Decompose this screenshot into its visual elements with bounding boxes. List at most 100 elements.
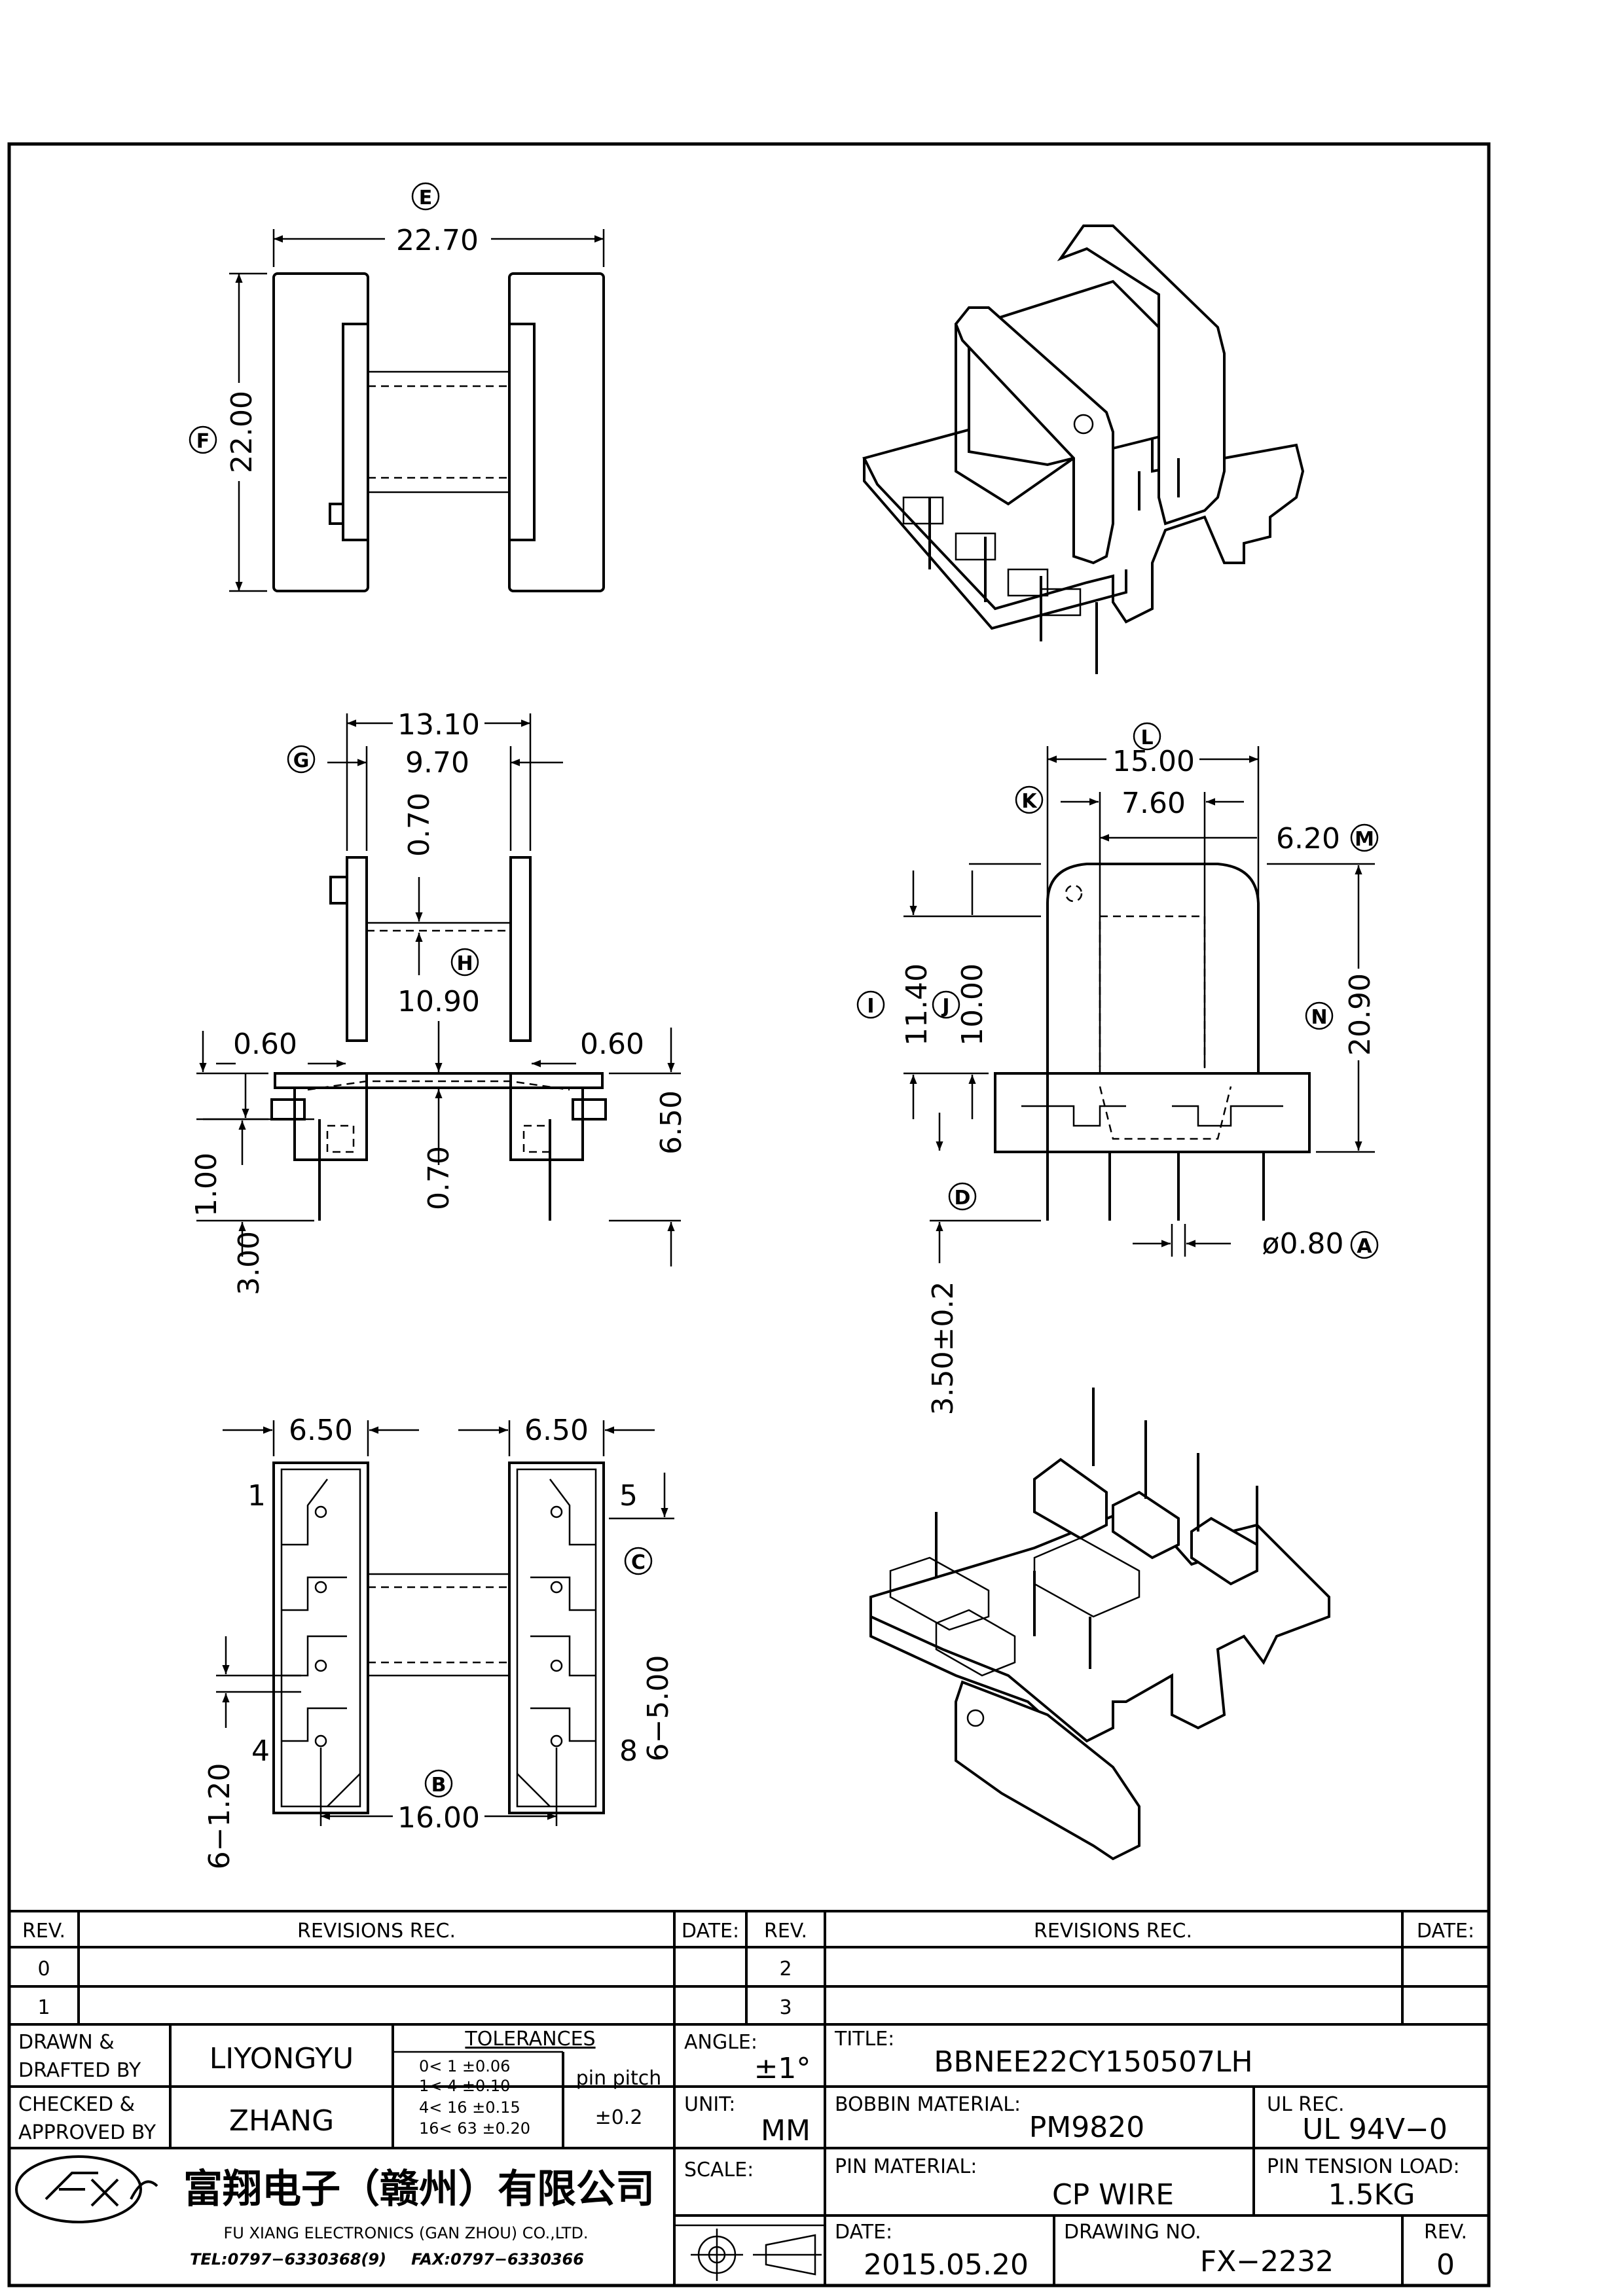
date-col-right: DATE: [1417,1920,1474,1943]
side-view: 15.00 L 7.60 K 6.20 M 20.90 N 11.40 10.0… [856,722,1379,1416]
rev-row-2: 2 [779,1958,792,1981]
pin-8-label: 8 [619,1734,638,1768]
pin-material-label: PIN MATERIAL: [835,2155,977,2178]
label-b: B [431,1774,447,1797]
dim-core-height: 10.90 [397,985,480,1018]
front-view: 13.10 9.70 G 0.70 H 10.90 0.60 0.60 6.50… [190,708,688,1295]
label-h: H [456,952,473,975]
tol-row-1: 0< 1 ±0.06 [419,2057,510,2075]
pin-4-label: 4 [251,1734,270,1768]
dim-pin-len: 3.00 [232,1231,266,1295]
label-c: C [631,1551,646,1574]
fx-logo [15,2155,158,2223]
label-i: I [867,995,874,1018]
rec-col-right: REVISIONS REC. [1034,1920,1192,1943]
pin-pitch-label: pin pitch [576,2067,662,2090]
dim-pin-stand: 3.50±0.2 [926,1282,960,1416]
rev-label: REV. [1424,2221,1467,2244]
dim-wall-top: 0.70 [403,793,436,857]
pin-material: CP WIRE [1052,2178,1174,2212]
rev-value: 0 [1436,2248,1455,2282]
label-f: F [196,430,210,453]
bobbin-material-label: BOBBIN MATERIAL: [835,2093,1021,2116]
rev-row-3: 3 [779,1996,792,2019]
date-label: DATE: [835,2221,892,2244]
label-e: E [419,187,433,209]
drawn-label-2: DRAFTED BY [18,2059,141,2082]
checked-label-1: CHECKED & [18,2093,135,2116]
unit-value: MM [761,2114,811,2147]
revision-table: REV. REVISIONS REC. DATE: REV. REVISIONS… [9,1910,1489,2026]
top-view: 22.70 E 22.00 F [189,182,605,592]
dim-slot-left: 6−1.20 [203,1763,236,1870]
sheet-border [7,142,1491,2287]
label-l: L [1140,726,1153,749]
angle-value: ±1° [754,2052,811,2085]
unit-label: UNIT: [684,2093,735,2116]
pin-pitch: ±0.2 [595,2106,643,2129]
dim-side-core: 7.60 [1122,787,1186,820]
drawing-no-label: DRAWING NO. [1064,2221,1201,2244]
scale-label: SCALE: [684,2159,754,2181]
drawing-no: FX−2232 [1200,2245,1334,2278]
company-name-en: FU XIANG ELECTRONICS (GAN ZHOU) CO.,LTD. [223,2224,588,2242]
label-d: D [955,1187,971,1210]
bottom-view: 6.50 6.50 16.00 B 1 4 5 8 C 6−5.00 6−1.2… [203,1414,675,1869]
dim-front-outer: 13.10 [397,708,480,742]
pin-tension: 1.5KG [1328,2178,1415,2212]
drawn-by: LIYONGYU [210,2042,354,2075]
tol-row-2: 1< 4 ±0.10 [419,2077,510,2095]
date-col-left: DATE: [682,1920,739,1943]
dim-slot-right: 6−5.00 [642,1655,675,1762]
title-value: BBNEE22CY150507LH [934,2045,1252,2079]
date-value: 2015.05.20 [864,2248,1029,2282]
rec-col-left: REVISIONS REC. [297,1920,456,1943]
title-label: TITLE: [834,2028,894,2051]
iso-view-bottom [869,1388,1330,1861]
label-j: J [941,995,949,1018]
label-k: K [1021,790,1038,813]
dim-side-overall: 15.00 [1112,745,1195,778]
dim-flange-right: 0.60 [580,1028,644,1061]
label-g: G [293,749,310,772]
iso-view-top [862,224,1305,674]
label-n: N [1311,1006,1327,1029]
dim-side-total: 20.90 [1343,973,1377,1056]
company-fax: FAX:0797−6330366 [411,2250,584,2269]
rev-col-left: REV. [22,1920,65,1943]
tol-row-3: 4< 16 ±0.15 [419,2098,520,2117]
label-a: A [1357,1235,1372,1258]
tol-row-4: 16< 63 ±0.20 [419,2119,530,2138]
dim-side-h1: 11.40 [900,963,934,1046]
title-block: DRAWN & DRAFTED BY LIYONGYU CHECKED & AP… [9,2024,1489,2286]
pin-1-label: 1 [247,1479,266,1513]
ul-rec: UL 94V−0 [1302,2113,1448,2146]
tolerances-label: TOLERANCES [464,2028,595,2051]
rev-col-right: REV. [764,1920,807,1943]
dim-width-top: 22.70 [396,224,479,257]
projection-symbol [674,2224,825,2281]
dim-pin-dia: ø0.80 [1262,1227,1344,1261]
pin-tension-label: PIN TENSION LOAD: [1267,2155,1460,2178]
approved-by: ZHANG [229,2104,334,2138]
dim-wall-bottom: 0.70 [422,1146,456,1210]
rev-row-0: 0 [37,1958,50,1981]
dim-front-inner: 9.70 [405,746,469,780]
company-tel: TEL:0797−6330368(9) [190,2250,386,2269]
ul-rec-label: UL REC. [1267,2093,1345,2116]
dim-pin-step: 1.00 [190,1153,223,1217]
checked-label-2: APPROVED BY [18,2121,156,2144]
rev-row-1: 1 [37,1996,50,2019]
label-m: M [1355,828,1374,851]
dim-pin-span: 16.00 [397,1801,480,1835]
bobbin-material: PM9820 [1029,2111,1144,2144]
company-name-cn: 富翔电子（赣州）有限公司 [183,2166,655,2212]
dim-bottom-left: 6.50 [289,1414,353,1447]
dim-side-h2: 10.00 [956,963,989,1046]
dim-side-flange: 6.20 [1276,822,1340,855]
dim-flange-left: 0.60 [233,1028,297,1061]
dim-base-height: 6.50 [655,1090,688,1155]
dim-height-top: 22.00 [225,391,259,473]
dim-bottom-right: 6.50 [524,1414,589,1447]
